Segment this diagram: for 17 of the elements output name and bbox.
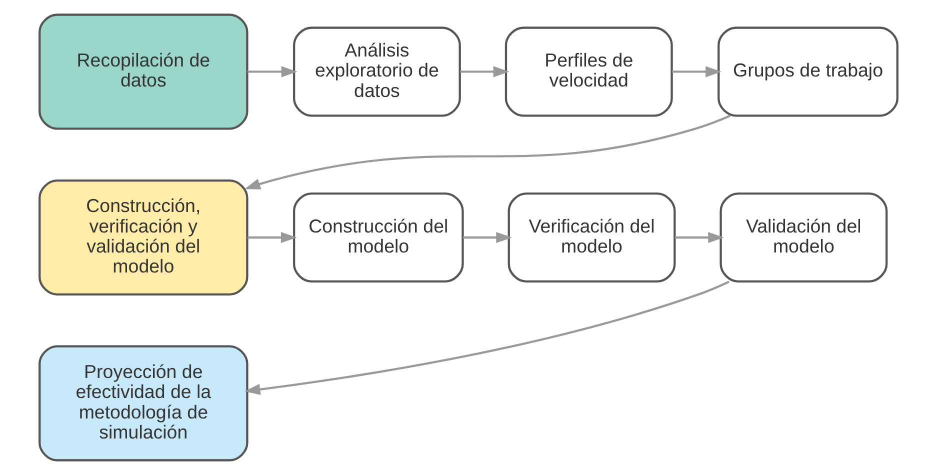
arrow	[247, 66, 298, 77]
arrow	[463, 231, 512, 243]
arrow	[460, 66, 510, 77]
node-box: Proyección de efectividad de la metodología de simulación	[38, 344, 248, 461]
node-box: Validación del modelo	[720, 192, 888, 282]
node-box: Verificación del modelo	[508, 192, 676, 282]
node-box: Análisis exploratorio de datos	[292, 26, 461, 116]
arrow	[244, 114, 731, 189]
arrow	[244, 280, 730, 394]
node-box: Grupos de trabajo	[718, 26, 898, 116]
node-box: Perfiles de velocidad	[504, 26, 673, 116]
node-box: Construcción, verificación y validación del modelo	[38, 178, 248, 296]
arrow	[672, 66, 722, 77]
arrow	[248, 231, 297, 243]
arrow	[674, 231, 724, 243]
node-box: Construcción del modelo	[292, 192, 464, 282]
node-box: Recopilación de datos	[38, 13, 248, 130]
